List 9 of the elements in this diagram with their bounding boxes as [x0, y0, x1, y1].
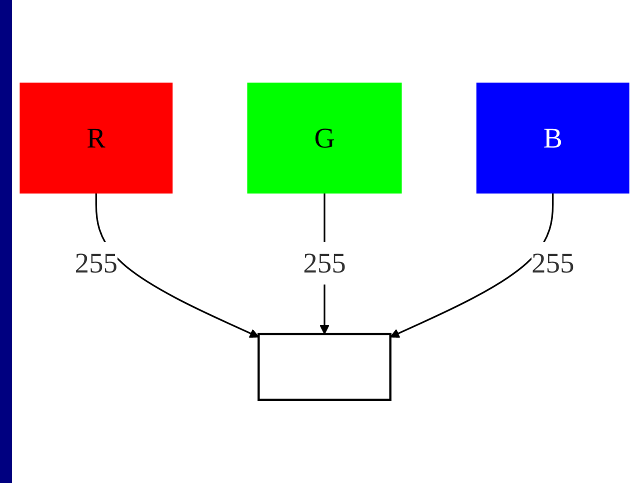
edge-label: 255 [303, 246, 346, 279]
node-box: G [247, 82, 402, 194]
arrow [390, 192, 554, 338]
edge-label: 255 [74, 246, 118, 279]
node-box: R [20, 82, 173, 194]
arrow [95, 192, 260, 338]
edge-label: 255 [531, 246, 574, 279]
node-box: B [476, 82, 630, 194]
node-box [258, 332, 392, 401]
